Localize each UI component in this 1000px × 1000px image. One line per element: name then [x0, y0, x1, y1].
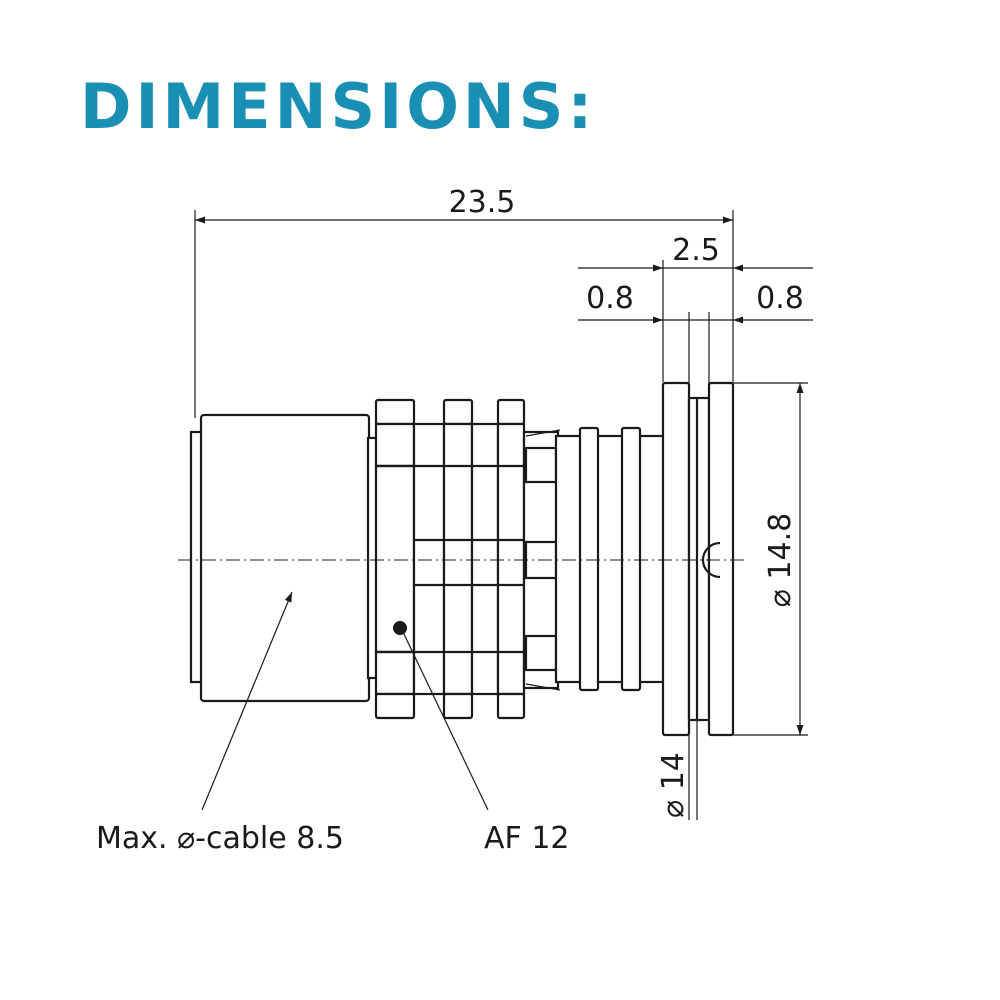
dim-0-8-left-label: 0.8 [586, 281, 634, 316]
dim-dia-14-8-label: ⌀ 14.8 [763, 513, 798, 607]
seal-ring [554, 426, 668, 692]
dim-2-5-label: 2.5 [672, 233, 720, 268]
hex-nut [374, 398, 526, 720]
callout-af-label: AF 12 [484, 821, 570, 856]
clamping-fingers [522, 429, 561, 691]
page-title: DIMENSIONS: [80, 70, 597, 143]
dimension-diameter-outer: ⌀ 14.8 [733, 382, 808, 736]
af-marker-dot [393, 621, 407, 635]
callout-af: AF 12 [402, 631, 570, 856]
callout-cable-label: Max. ⌀-cable 8.5 [96, 821, 344, 856]
dimension-diameter-inner: ⌀ 14 [656, 720, 698, 820]
dimension-flange-width: 2.5 [578, 233, 813, 382]
flange [661, 381, 735, 737]
cap-nut [199, 413, 371, 703]
dim-0-8-right-label: 0.8 [756, 281, 804, 316]
cable-gland-body [189, 381, 735, 737]
dimension-overall-length: 23.5 [194, 185, 734, 418]
dim-23-5-label: 23.5 [449, 185, 516, 220]
dimension-gaps: 0.8 0.8 [578, 281, 813, 398]
callout-cable: Max. ⌀-cable 8.5 [96, 591, 344, 856]
dim-dia-14-label: ⌀ 14 [656, 752, 691, 818]
